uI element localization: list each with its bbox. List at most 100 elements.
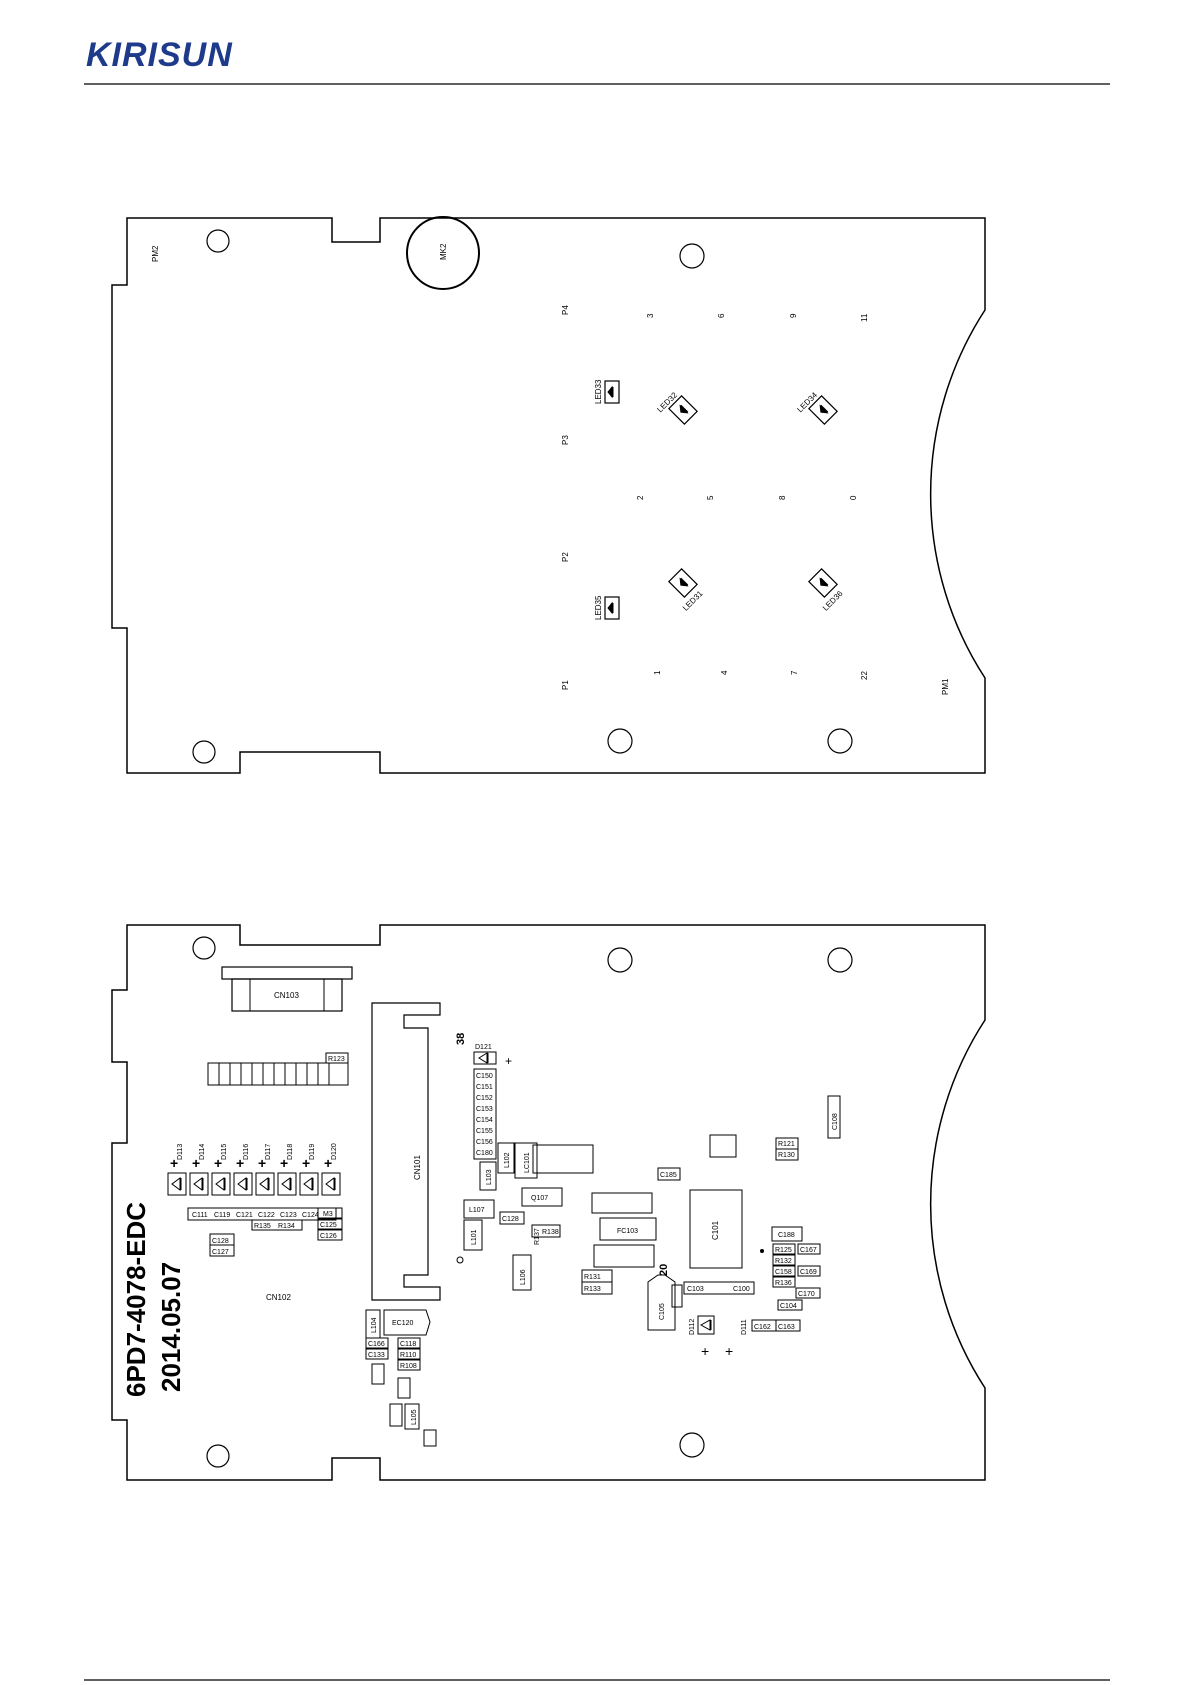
svg-text:C121: C121	[236, 1212, 253, 1219]
key-9: 9	[789, 313, 798, 318]
svg-text:C150: C150	[476, 1073, 493, 1080]
svg-text:C180: C180	[476, 1150, 493, 1157]
microphone-mk2	[406, 216, 480, 290]
svg-text:LED36: LED36	[821, 589, 845, 613]
cn102-label: CN102	[266, 1293, 291, 1302]
svg-text:+: +	[324, 1155, 332, 1171]
svg-text:+: +	[214, 1155, 222, 1171]
svg-text:C119: C119	[214, 1212, 230, 1219]
mount-hole	[827, 947, 853, 973]
svg-text:R134: R134	[278, 1223, 295, 1230]
svg-text:C162: C162	[754, 1324, 771, 1331]
svg-text:C188: C188	[778, 1232, 795, 1239]
svg-text:C128: C128	[212, 1238, 229, 1245]
svg-text:D121: D121	[475, 1044, 492, 1051]
capacitor-column: D121 + C150 C151 C152 C153 C154 C155 C15…	[473, 1044, 512, 1160]
svg-text:C101: C101	[711, 1220, 720, 1240]
mount-hole	[607, 728, 633, 754]
key-0: 0	[849, 495, 858, 500]
page-footer	[84, 1679, 1110, 1681]
svg-text:FC103: FC103	[617, 1228, 638, 1235]
svg-text:C111: C111	[192, 1212, 208, 1219]
svg-text:L107: L107	[469, 1207, 485, 1214]
svg-text:Q107: Q107	[531, 1195, 548, 1202]
key-1: 1	[653, 670, 662, 675]
svg-text:C156: C156	[476, 1139, 493, 1146]
pin-20-label: 20	[658, 1264, 670, 1276]
svg-text:L105: L105	[411, 1409, 418, 1425]
led-diode-d113: +D113	[167, 1144, 187, 1196]
silk-date: 2014.05.07	[156, 1262, 186, 1392]
svg-text:R121: R121	[778, 1141, 795, 1148]
svg-text:R110: R110	[400, 1352, 416, 1359]
label-d116: D116	[243, 1144, 250, 1160]
svg-text:R133: R133	[584, 1286, 601, 1293]
p4-label: P4	[561, 305, 570, 315]
mount-hole	[679, 1432, 705, 1458]
key-8: 8	[778, 495, 787, 500]
svg-text:EC120: EC120	[392, 1320, 414, 1327]
led34: LED34	[795, 390, 838, 425]
svg-text:L103: L103	[486, 1169, 493, 1185]
led-diode-d120: +D120	[321, 1143, 341, 1196]
svg-text:R132: R132	[775, 1258, 792, 1265]
svg-text:C124: C124	[302, 1212, 319, 1219]
led36: LED36	[808, 568, 845, 613]
mount-hole	[607, 947, 633, 973]
svg-text:C158: C158	[775, 1269, 792, 1276]
led31: LED31	[668, 568, 705, 613]
svg-text:R125: R125	[775, 1247, 792, 1254]
connector-cn103: CN103	[221, 966, 353, 1012]
svg-text:C151: C151	[476, 1084, 493, 1091]
key-11: 11	[860, 313, 869, 322]
svg-text:L106: L106	[520, 1269, 527, 1285]
parts-center: L103 L102 LC101 Q107 L107 L101 L106 C128…	[463, 1095, 841, 1335]
led33: LED33	[594, 379, 620, 404]
p2-label: P2	[561, 552, 570, 562]
mount-hole	[206, 229, 230, 253]
mount-hole	[192, 936, 216, 960]
led32: LED32	[655, 390, 698, 425]
svg-text:C154: C154	[476, 1117, 493, 1124]
label-d118: D118	[287, 1144, 294, 1160]
pcb-top-layout: MK2 PM2 PM1 P4 P3 P2 P1 3 6 9 11 2 5 8 0…	[111, 216, 986, 774]
svg-text:L102: L102	[504, 1152, 511, 1168]
pm2-label: PM2	[151, 245, 160, 262]
polarity-plus: +	[505, 1054, 512, 1068]
pm1-label: PM1	[941, 678, 950, 695]
kirisun-logo-text: KIRISUN	[86, 36, 233, 74]
svg-text:+: +	[170, 1155, 178, 1171]
svg-text:D112: D112	[689, 1319, 696, 1335]
svg-text:R123: R123	[328, 1056, 345, 1063]
svg-text:C123: C123	[280, 1212, 297, 1219]
svg-text:C155: C155	[476, 1128, 493, 1135]
svg-text:C125: C125	[320, 1222, 337, 1229]
svg-text:C118: C118	[400, 1341, 416, 1348]
p1-label: P1	[561, 680, 570, 690]
svg-text:+: +	[280, 1155, 288, 1171]
svg-text:C163: C163	[778, 1324, 795, 1331]
label-d113: D113	[177, 1144, 184, 1160]
svg-text:LED35: LED35	[594, 595, 603, 620]
key-22: 22	[860, 671, 869, 680]
led-diode-d115: +D115	[211, 1144, 231, 1196]
led-diode-d119: +D119	[299, 1144, 319, 1196]
led-diode-d114: +D114	[189, 1144, 209, 1196]
led-diode-d116: +D116	[233, 1144, 253, 1196]
svg-text:C104: C104	[780, 1303, 797, 1310]
svg-text:C108: C108	[832, 1113, 839, 1130]
label-d114: D114	[199, 1144, 206, 1160]
label-d115: D115	[221, 1144, 228, 1160]
kirisun-logo: KIRISUN	[86, 36, 233, 74]
svg-text:M3: M3	[323, 1211, 333, 1218]
svg-text:C166: C166	[368, 1341, 385, 1348]
svg-text:LED31: LED31	[681, 589, 705, 613]
connector-cn101: CN101 38 20	[371, 1002, 670, 1301]
svg-text:C167: C167	[800, 1247, 817, 1254]
svg-text:R138: R138	[542, 1229, 559, 1236]
svg-text:C152: C152	[476, 1095, 493, 1102]
svg-text:LED33: LED33	[594, 379, 603, 404]
led-diode-d118: +D118	[277, 1144, 297, 1196]
label-d119: D119	[309, 1144, 316, 1160]
svg-text:+: +	[192, 1155, 200, 1171]
